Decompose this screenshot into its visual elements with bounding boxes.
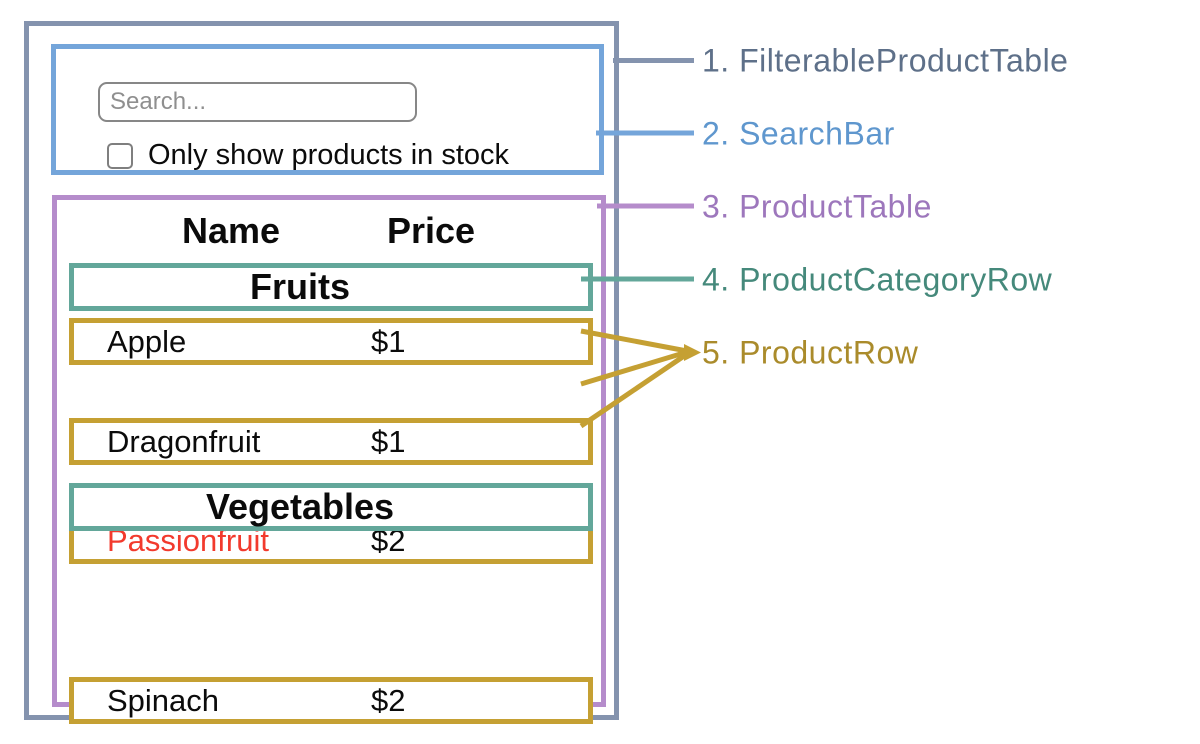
category-label: Fruits: [249, 266, 350, 307]
product-row-apple: Apple $1: [69, 318, 593, 365]
search-input[interactable]: [98, 82, 417, 122]
in-stock-filter-row: Only show products in stock: [107, 139, 509, 172]
category-label: Vegetables: [205, 486, 395, 527]
legend-product-category-row: 4. ProductCategoryRow: [702, 261, 1053, 298]
category-row-vegetables: Vegetables: [69, 483, 593, 531]
legend-product-row: 5. ProductRow: [702, 334, 919, 371]
column-header-price: Price: [386, 210, 476, 251]
product-row-spinach: Spinach $2: [69, 677, 593, 724]
search-bar-box: Only show products in stock: [51, 44, 604, 175]
product-price: $1: [371, 423, 406, 459]
category-row-fruits: Fruits: [69, 263, 593, 311]
product-row-dragonfruit: Dragonfruit $1: [69, 418, 593, 465]
arrowhead-product-row: [684, 344, 701, 361]
in-stock-checkbox-label: Only show products in stock: [148, 139, 510, 171]
product-name: Dragonfruit: [107, 423, 261, 459]
legend-product-table: 3. ProductTable: [702, 188, 932, 225]
product-name: Apple: [107, 323, 187, 359]
product-name: Spinach: [107, 682, 220, 718]
legend-search-bar: 2. SearchBar: [702, 115, 895, 152]
column-header-name: Name: [181, 210, 281, 251]
product-price: $2: [371, 682, 406, 718]
filterable-product-table-box: Only show products in stock Name Price F…: [24, 21, 619, 724]
product-table-box: Name Price Fruits Apple $1 Dragonfruit $…: [52, 195, 606, 724]
in-stock-checkbox[interactable]: [107, 142, 133, 169]
product-price: $1: [371, 323, 406, 359]
legend-filterable-product-table: 1. FilterableProductTable: [702, 42, 1069, 79]
